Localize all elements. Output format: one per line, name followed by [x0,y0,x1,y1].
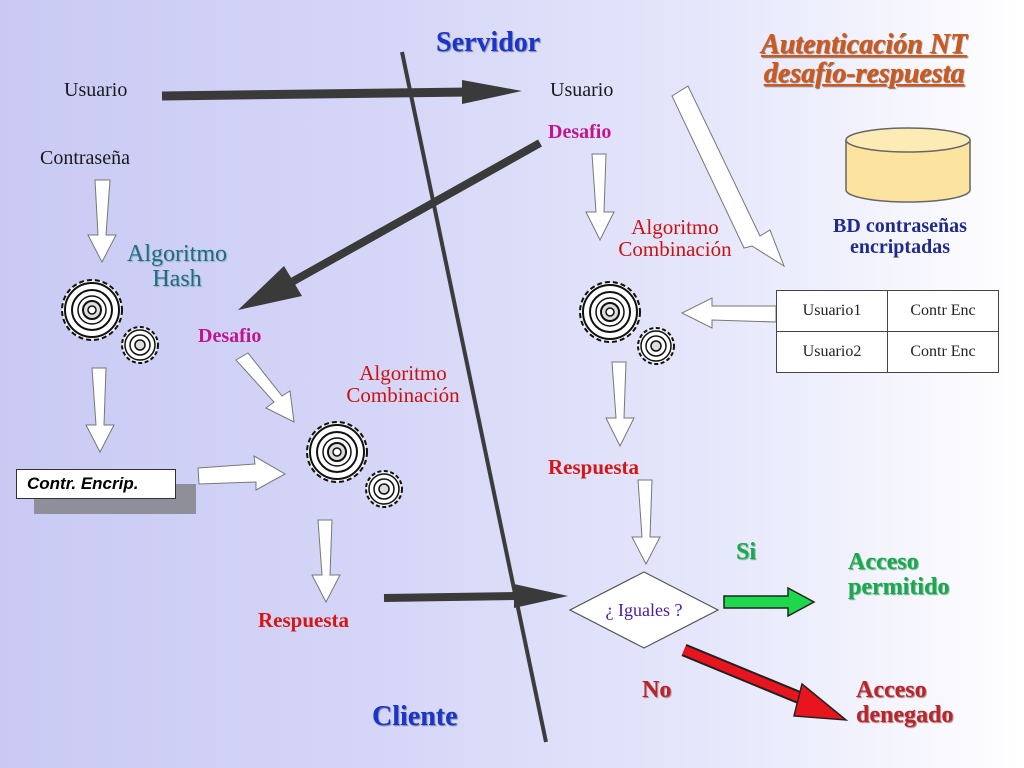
gear-hash-icon [61,279,159,364]
title-line-2: desafío-respuesta [763,58,965,90]
algoritmo-combinacion-server-label: Algoritmo Combinación [600,216,750,260]
usuario-client-label: Usuario [64,79,128,101]
desafio-transfer-arrow [238,139,542,310]
no-label: No [642,677,672,703]
arrow-respuesta-iguales [631,479,661,566]
arrow-table-combo [680,297,777,329]
algoritmo-hash-line-1: Algoritmo [127,241,227,267]
bd-line-2: encriptadas [850,236,950,258]
cliente-label: Cliente [372,701,458,732]
contr-encrip-box: Contr. Encrip. [16,469,176,499]
algoritmo-combinacion-client-label: Algoritmo Combinación [328,362,478,406]
algoritmo-comb-client-line-1: Algoritmo [359,361,447,385]
usuario-transfer-arrow [161,80,522,104]
iguales-label: ¿ Iguales ? [605,600,683,620]
acceso-permitido-line-2: permitido [848,574,950,601]
algoritmo-comb-server-line-2: Combinación [618,237,732,262]
respuesta-client-label: Respuesta [258,608,350,632]
table-cell-hash: Contr Enc [887,290,999,332]
arrow-usuario-table [671,85,786,268]
acceso-denegado-label: Acceso denegado [856,677,954,729]
arrow-contr-combo [197,455,287,491]
desafio-server-label: Desafio [548,121,612,143]
algoritmo-hash-label: Algoritmo Hash [108,241,246,293]
table-row: Usuario1 Contr Enc [776,290,999,332]
si-label: Si [736,539,757,565]
iguales-diamond [568,571,720,649]
usuario-server-label: Usuario [550,79,614,101]
arrow-desafio-combo [235,352,295,423]
contrasena-label: Contraseña [40,147,130,169]
bd-contrasenas-label: BD contraseñas encriptadas [810,216,990,258]
table-cell-user: Usuario1 [776,290,888,332]
flow-arrows [85,85,786,604]
respuesta-server-label: Respuesta [548,455,640,479]
arrow-server-combo-respuesta [605,361,635,448]
algoritmo-comb-client-line-2: Combinación [346,383,460,408]
arrow-server-desafio-combo [585,153,615,242]
acceso-permitido-line-1: Acceso [848,549,919,575]
algoritmo-hash-line-2: Hash [152,266,202,293]
acceso-permitido-label: Acceso permitido [848,549,950,601]
bd-line-1: BD contraseñas [833,215,967,237]
respuesta-transfer-arrow [383,584,568,608]
table-cell-user: Usuario2 [776,331,888,373]
algoritmo-comb-server-line-1: Algoritmo [631,215,719,239]
arrow-combo-respuesta [311,519,341,604]
arrow-contrasena-hash [87,179,117,264]
arrow-hash-contr [85,367,115,454]
client-server-divider [400,51,548,743]
database-icon [845,127,971,203]
desafio-client-label: Desafio [198,325,262,347]
acceso-denegado-line-1: Acceso [856,677,927,703]
no-arrow [681,643,849,721]
gear-combination-client-icon [306,421,403,508]
diagram-title: Autenticación NT desafío-respuesta [732,30,996,89]
table-cell-hash: Contr Enc [887,331,999,373]
acceso-denegado-line-2: denegado [856,702,954,729]
password-table: Usuario1 Contr Enc Usuario2 Contr Enc [776,290,999,373]
servidor-label: Servidor [436,27,541,58]
title-line-1: Autenticación NT [760,29,968,60]
si-arrow [723,586,816,618]
table-row: Usuario2 Contr Enc [776,331,999,373]
gear-combination-server-icon [579,281,675,365]
